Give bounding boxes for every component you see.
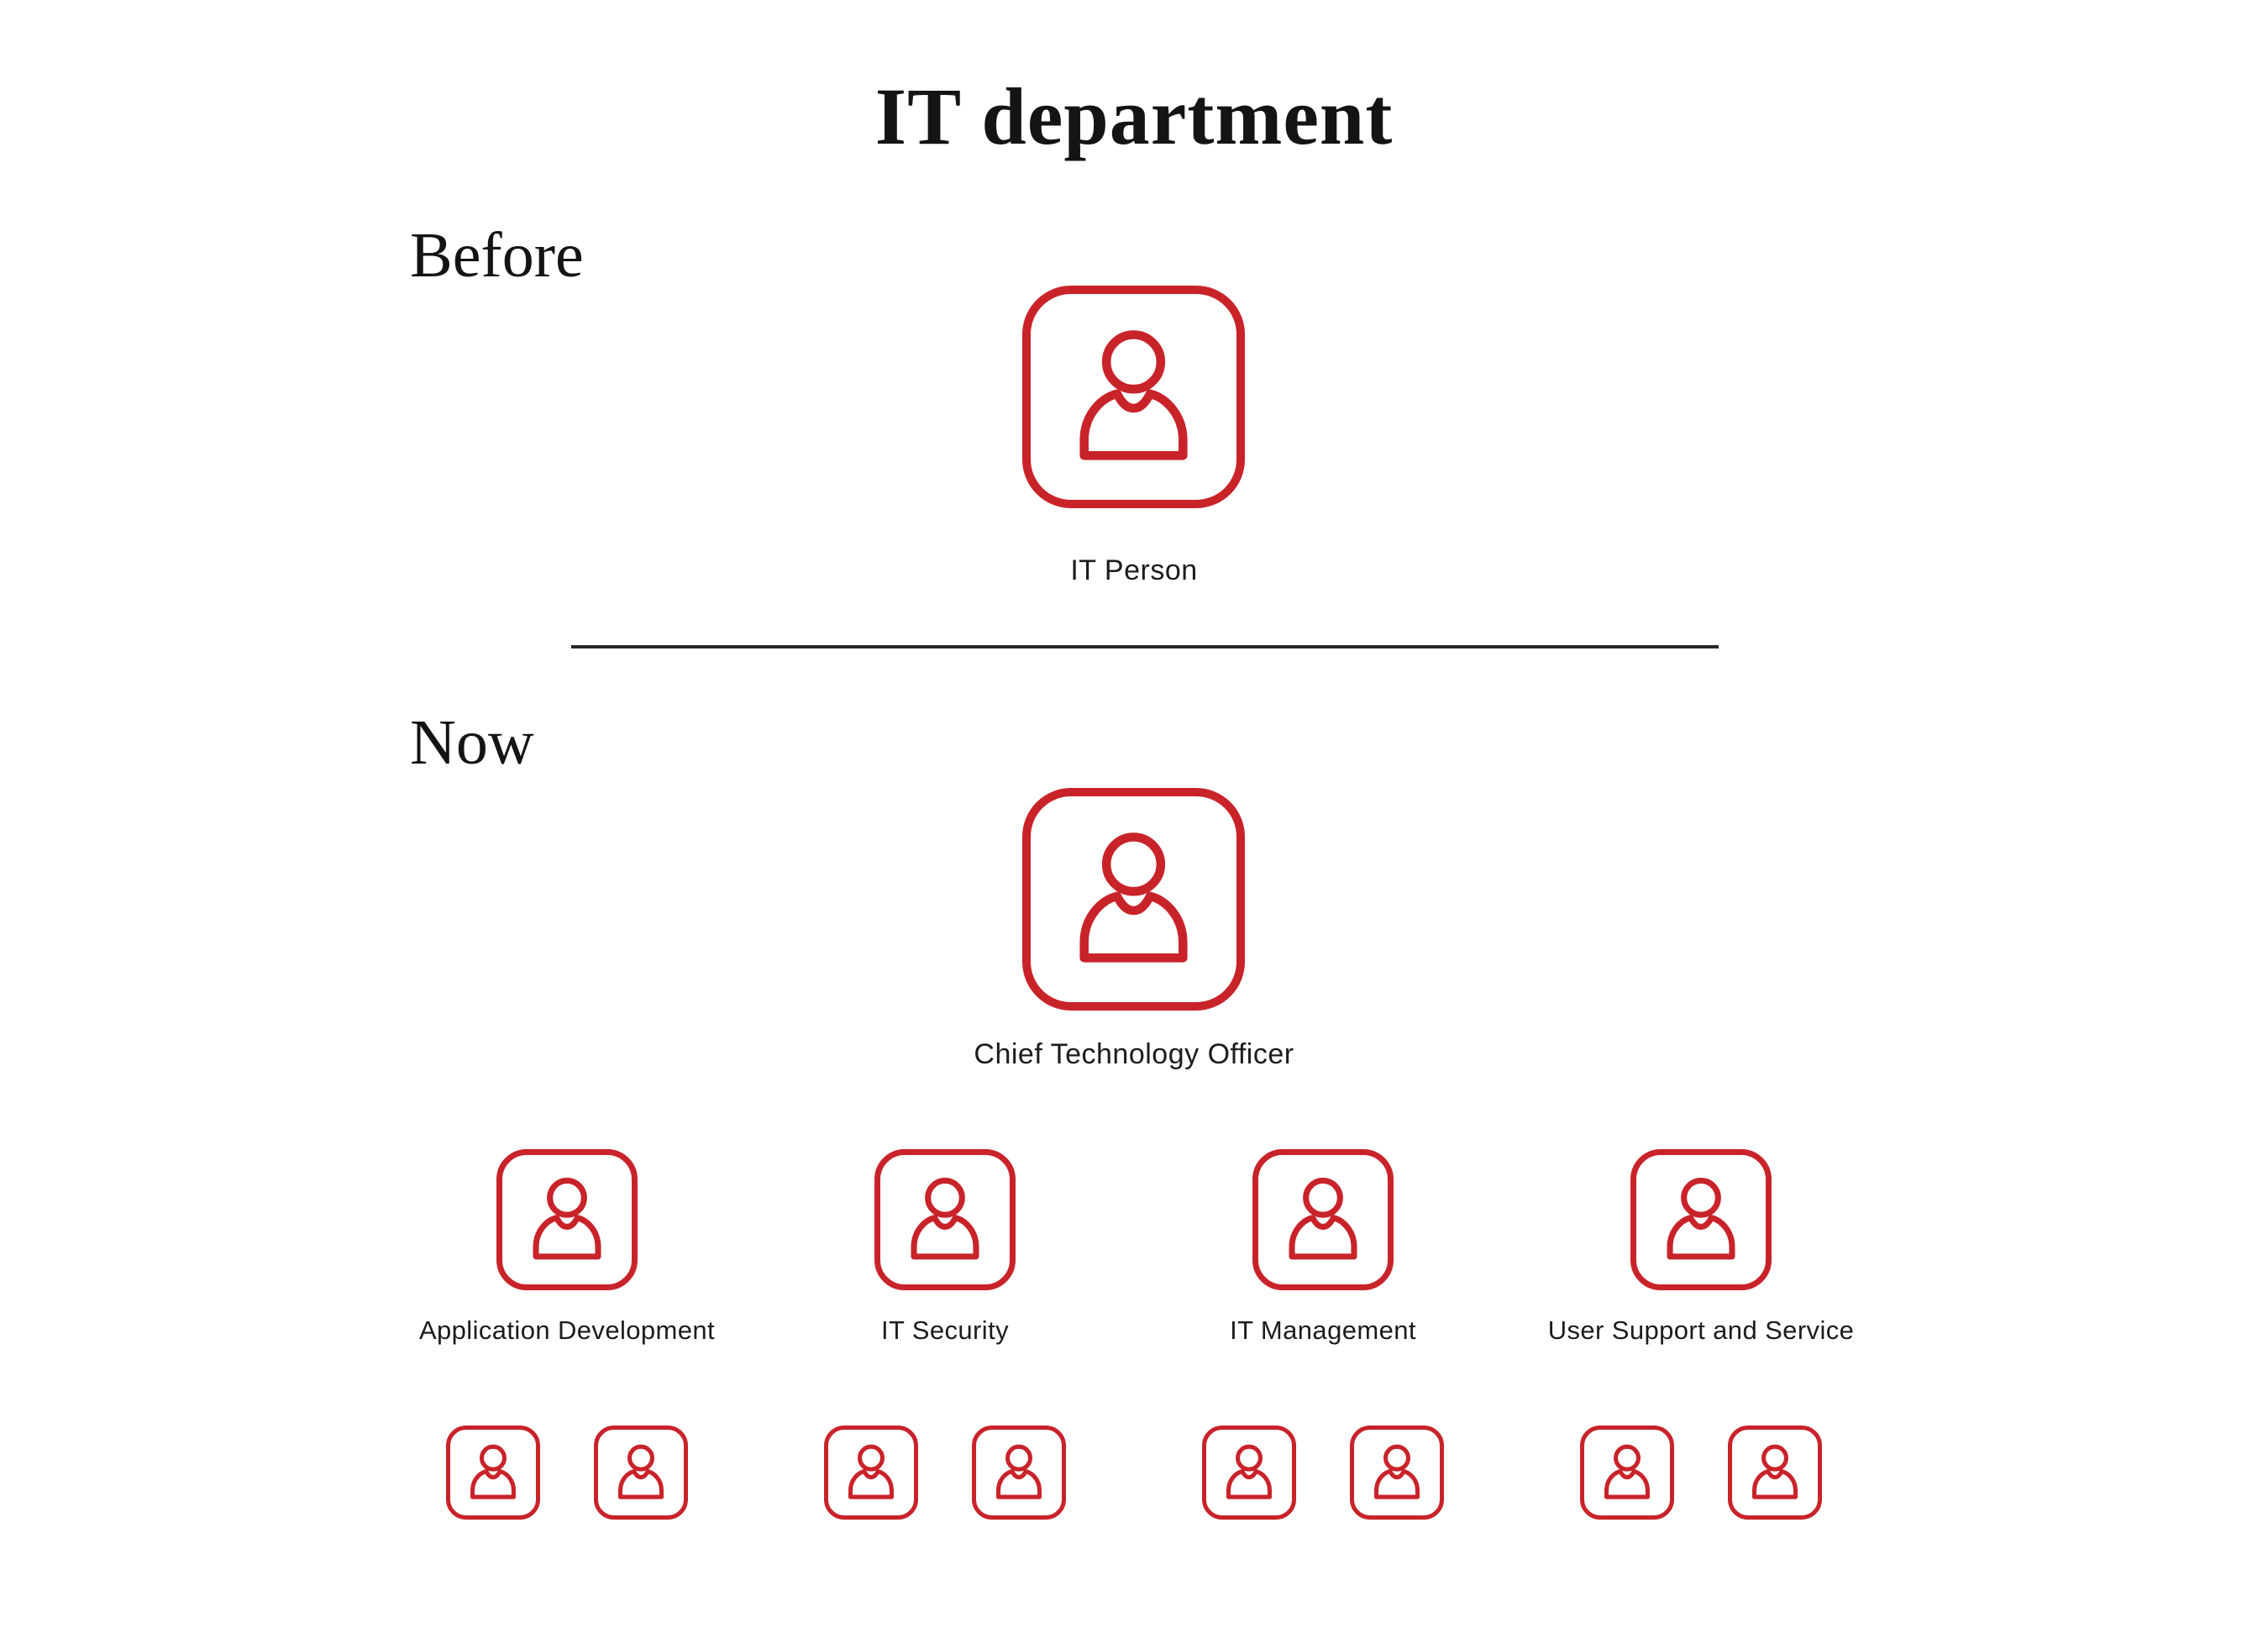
team-member-icon bbox=[1202, 1426, 1296, 1520]
person-icon bbox=[1289, 1177, 1357, 1260]
department-column-it-management: IT Management bbox=[1134, 1149, 1512, 1520]
team-member-icon bbox=[446, 1426, 540, 1520]
person-icon bbox=[533, 1177, 601, 1260]
team-member-icon bbox=[1580, 1426, 1674, 1520]
department-icon bbox=[874, 1149, 1016, 1290]
cto-label: Chief Technology Officer bbox=[974, 1038, 1294, 1070]
team-row bbox=[1580, 1426, 1822, 1520]
person-icon bbox=[1079, 330, 1188, 460]
department-icon bbox=[1630, 1149, 1772, 1290]
department-column-application-development: Application Development bbox=[378, 1149, 756, 1520]
person-icon bbox=[470, 1444, 517, 1499]
team-member-icon bbox=[594, 1426, 688, 1520]
person-icon bbox=[1667, 1177, 1735, 1260]
departments-row: Application Development IT Security IT M bbox=[0, 1149, 2268, 1520]
team-row bbox=[446, 1426, 688, 1520]
department-column-it-security: IT Security bbox=[756, 1149, 1134, 1520]
department-column-user-support-and-service: User Support and Service bbox=[1512, 1149, 1890, 1520]
cto-icon bbox=[1022, 788, 1245, 1011]
person-icon bbox=[1373, 1444, 1420, 1499]
department-label: User Support and Service bbox=[1547, 1315, 1855, 1345]
page-title: IT department bbox=[874, 71, 1394, 161]
team-row bbox=[1202, 1426, 1444, 1520]
it-person-label: IT Person bbox=[1070, 554, 1198, 586]
person-icon bbox=[617, 1444, 664, 1499]
department-icon bbox=[1252, 1149, 1394, 1290]
team-row bbox=[824, 1426, 1066, 1520]
department-label: IT Management bbox=[1230, 1315, 1416, 1345]
person-icon bbox=[1604, 1444, 1651, 1499]
person-icon bbox=[1079, 832, 1188, 963]
team-member-icon bbox=[824, 1426, 918, 1520]
person-icon bbox=[911, 1177, 979, 1260]
person-icon bbox=[1226, 1444, 1273, 1499]
section-label-now: Now bbox=[410, 707, 534, 778]
person-icon bbox=[848, 1444, 895, 1499]
person-icon bbox=[1751, 1444, 1798, 1499]
section-divider bbox=[571, 645, 1719, 648]
team-member-icon bbox=[1728, 1426, 1822, 1520]
team-member-icon bbox=[1350, 1426, 1444, 1520]
team-member-icon bbox=[972, 1426, 1066, 1520]
person-icon bbox=[995, 1444, 1042, 1499]
department-icon bbox=[496, 1149, 638, 1290]
department-label: IT Security bbox=[881, 1315, 1009, 1345]
section-label-before: Before bbox=[410, 220, 584, 291]
it-person-icon bbox=[1022, 286, 1245, 508]
department-label: Application Development bbox=[418, 1315, 716, 1345]
